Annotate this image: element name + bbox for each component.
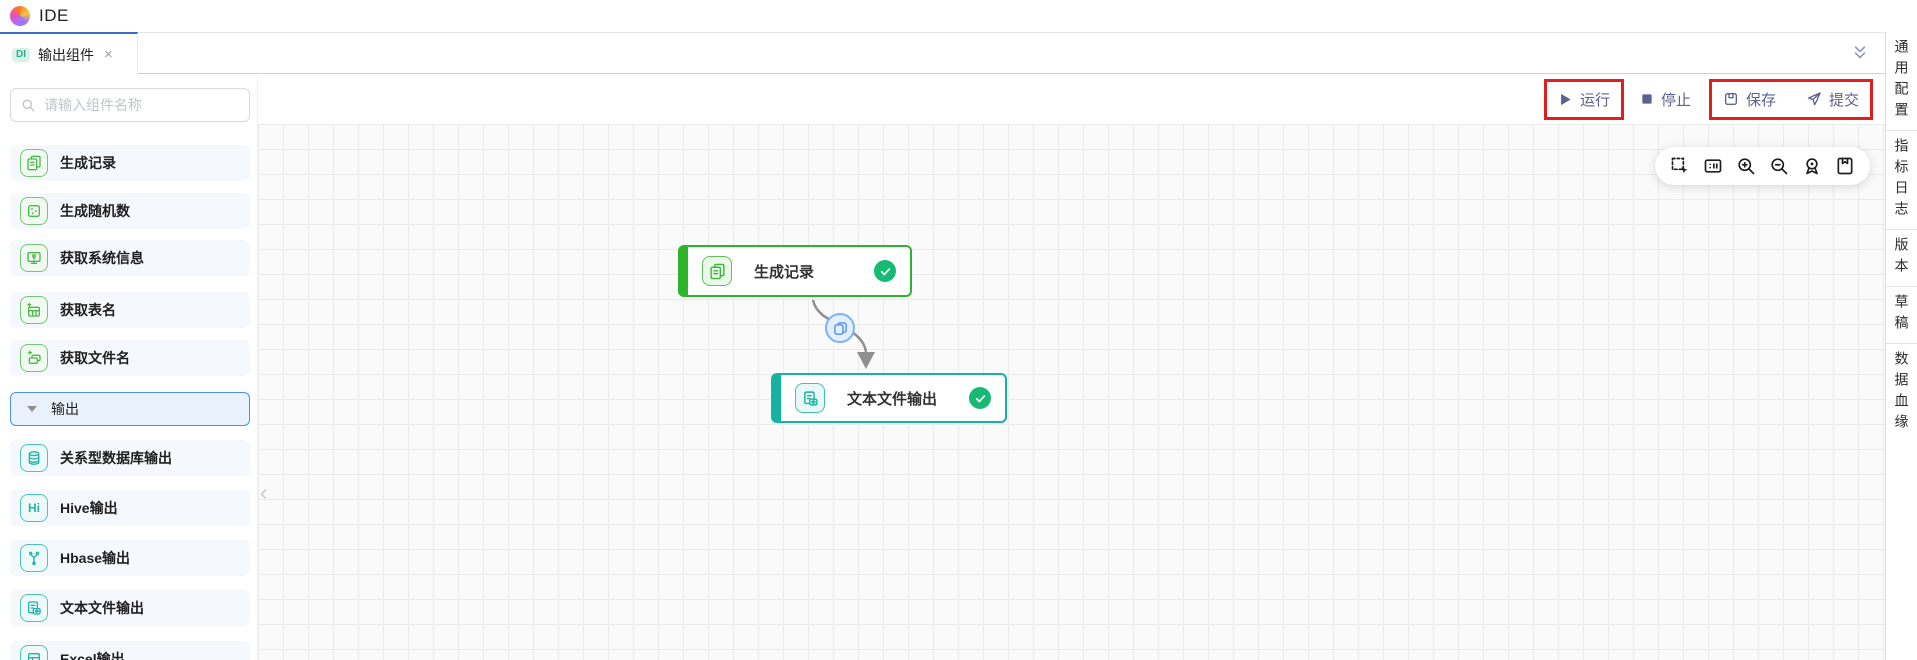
search-icon [21,98,36,113]
bookmark-icon[interactable] [1835,156,1855,176]
app-header: IDE [0,0,1917,32]
save-icon [1723,91,1739,107]
edge-copy-badge-icon[interactable] [825,313,855,343]
flow-node-generate-records[interactable]: 生成记录 [678,245,912,297]
tab-output-component[interactable]: DI 输出组件 × [0,32,138,75]
table-plus-icon [20,296,48,324]
stop-button[interactable]: 停止 [1640,89,1691,110]
database-icon [20,444,48,472]
sidebar-item-generate-records[interactable]: 生成记录 [10,145,250,181]
file-export-icon [795,383,825,413]
canvas-grid [258,124,1885,660]
zoom-out-icon[interactable] [1769,156,1789,176]
app-title: IDE [39,6,69,25]
caret-down-icon [27,406,37,412]
search-input[interactable] [44,97,239,113]
sidebar-item-hbase-output[interactable]: Hbase输出 [10,540,250,576]
files-copy-icon [20,344,48,372]
right-panel: 通用配置 指标日志 版本 草稿 数据血缘 [1885,32,1917,660]
sidebar-item-label: Excel输出 [60,651,125,660]
panel-tab-version[interactable]: 版本 [1886,230,1917,287]
panel-tab-general-config[interactable]: 通用配置 [1886,32,1917,131]
locate-view-icon[interactable] [1802,156,1822,176]
sidebar-item-rdb-output[interactable]: 关系型数据库输出 [10,440,250,476]
submit-button[interactable]: 提交 [1806,89,1859,110]
run-toolbar: 运行 停止 保存 [258,74,1885,124]
panel-tab-metric-logs[interactable]: 指标日志 [1886,131,1917,230]
sidebar-item-label: 获取系统信息 [60,250,144,266]
collapse-tabs-icon[interactable] [1851,44,1869,62]
sidebar-item-get-table-name[interactable]: 获取表名 [10,292,250,328]
save-button[interactable]: 保存 [1723,89,1776,110]
sidebar-item-excel-output[interactable]: Excel输出 [10,641,250,660]
save-submit-highlight-box: 保存 提交 [1708,78,1873,120]
zoom-in-icon[interactable] [1736,156,1756,176]
dice-icon [20,197,48,225]
canvas-tools [1655,147,1870,185]
panel-tab-draft[interactable]: 草稿 [1886,287,1917,344]
sidebar-item-label: 生成随机数 [60,203,130,219]
sidebar-item-label: 获取文件名 [60,350,130,366]
sidebar-group-output[interactable]: 输出 [10,392,250,426]
branch-icon [20,544,48,572]
sidebar-item-label: Hbase输出 [60,550,131,566]
file-export-icon [20,594,48,622]
hive-icon: Hi [20,494,48,522]
sidebar-item-label: 生成记录 [60,155,116,171]
tab-bar: DI 输出组件 × [0,32,1885,75]
sidebar-item-label: 关系型数据库输出 [60,450,172,466]
success-check-icon [874,260,896,282]
success-check-icon [969,387,991,409]
document-copy-icon [702,256,732,286]
stop-icon [1640,92,1654,106]
tab-label: 输出组件 [38,46,94,63]
paper-plane-icon [1806,91,1822,107]
flow-canvas[interactable]: ‹ 运行 停止 [258,74,1885,660]
minimap-icon[interactable] [1703,156,1723,176]
panel-tab-data-lineage[interactable]: 数据血缘 [1893,351,1910,435]
monitor-icon [20,244,48,272]
sidebar-item-generate-random[interactable]: 生成随机数 [10,193,250,229]
sidebar-item-hive-output[interactable]: Hi Hive输出 [10,490,250,526]
sidebar-item-label: 文本文件输出 [60,600,144,616]
sidebar-item-text-file-output[interactable]: 文本文件输出 [10,590,250,626]
component-sidebar: 生成记录 生成随机数 获取系统信息 获取表名 获取文件名 [0,74,258,660]
flow-node-text-file-output[interactable]: 文本文件输出 [771,373,1007,423]
app-logo-icon [10,6,30,26]
run-highlight-box: 运行 [1543,78,1624,120]
node-label: 生成记录 [754,263,815,281]
run-button[interactable]: 运行 [1558,89,1610,110]
document-copy-icon [20,149,48,177]
node-label: 文本文件输出 [847,390,938,408]
excel-table-icon [20,645,48,660]
sidebar-item-get-system-info[interactable]: 获取系统信息 [10,240,250,276]
component-search-box [10,88,250,122]
sidebar-item-get-file-name[interactable]: 获取文件名 [10,340,250,376]
sidebar-collapse-icon[interactable]: ‹ [260,480,268,505]
play-icon [1558,92,1573,107]
tab-close-icon[interactable]: × [104,46,113,63]
sidebar-item-label: Hive输出 [60,500,118,516]
sidebar-group-label: 输出 [51,401,79,417]
di-badge: DI [12,47,30,62]
marquee-select-icon[interactable] [1670,156,1690,176]
sidebar-item-label: 获取表名 [60,302,116,318]
